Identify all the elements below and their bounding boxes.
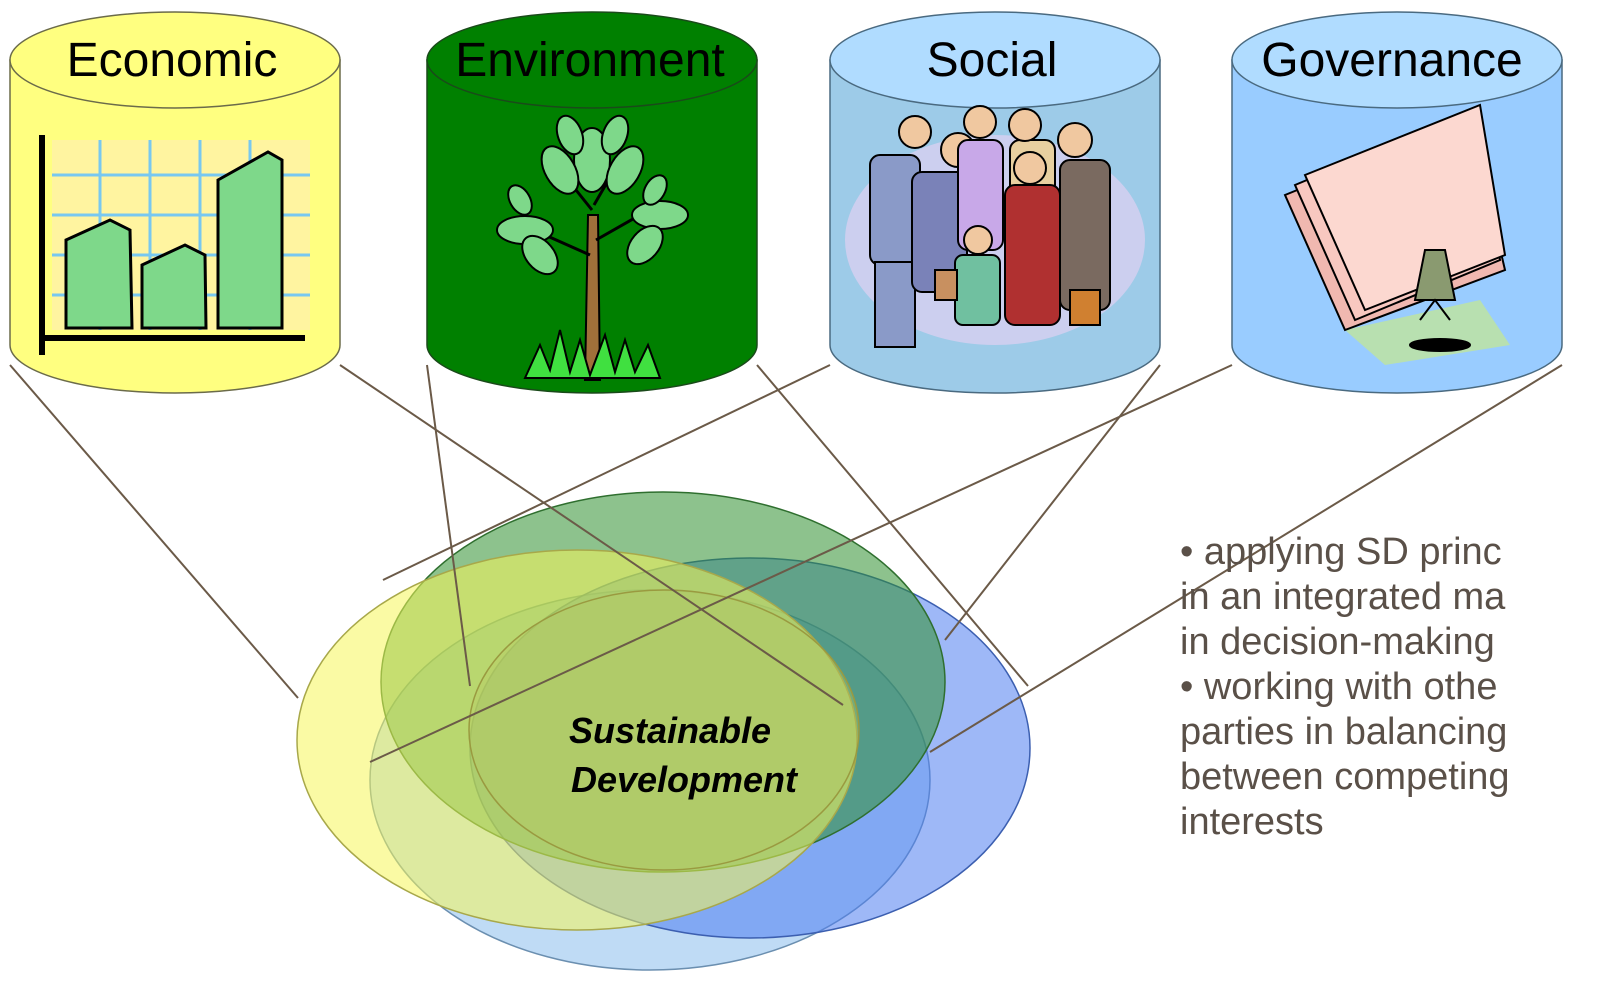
- pillar-governance: Governance: [1231, 11, 1563, 394]
- center-label-line2: Development: [571, 759, 799, 800]
- notes-line-2: in an integrated ma: [1180, 576, 1506, 618]
- tree-icon: [496, 114, 689, 381]
- paperwork-burden-icon: [1283, 103, 1510, 365]
- money-bar-chart-icon: [39, 135, 310, 355]
- connector-social-left: [382, 364, 831, 581]
- notes-line-6: between competing: [1180, 756, 1510, 798]
- connector-environment-right: [756, 364, 1029, 687]
- connector-governance-left: [369, 364, 1233, 763]
- connector-governance-right: [929, 364, 1563, 753]
- pillar-environment: Environment: [426, 11, 758, 394]
- cylinder-top: [829, 11, 1161, 109]
- notes-line-5: parties in balancing: [1180, 711, 1508, 753]
- venn-ellipse-yellow: [296, 549, 858, 931]
- cylinder-top: [9, 11, 341, 109]
- pillar-economic: Economic: [9, 11, 341, 394]
- notes-line-1: • applying SD princ: [1180, 531, 1502, 573]
- center-label-line1: Sustainable: [569, 710, 771, 751]
- notes-line-4: • working with othe: [1180, 666, 1498, 708]
- pillar-label-social: Social: [927, 34, 1058, 87]
- connector-social-right: [944, 364, 1161, 641]
- connector-economic-left: [9, 364, 299, 699]
- cylinder-top: [1231, 11, 1563, 109]
- pillar-label-governance: Governance: [1261, 34, 1523, 87]
- pillar-social: Social: [829, 11, 1161, 394]
- notes-text: • applying SD princ in an integrated ma …: [1180, 530, 1610, 890]
- pillar-label-economic: Economic: [67, 34, 278, 87]
- connector-environment-left: [426, 364, 471, 687]
- people-group-icon: [845, 105, 1145, 348]
- cylinder-top: [426, 11, 758, 109]
- venn-diagram: Sustainable Development: [296, 491, 1031, 971]
- connector-economic-right: [339, 364, 844, 706]
- notes-line-3: in decision-making: [1180, 621, 1495, 663]
- notes-line-7: interests: [1180, 801, 1324, 843]
- venn-ellipse-center: [468, 589, 860, 871]
- connector-lines: [9, 364, 1563, 763]
- pillar-label-environment: Environment: [455, 34, 724, 87]
